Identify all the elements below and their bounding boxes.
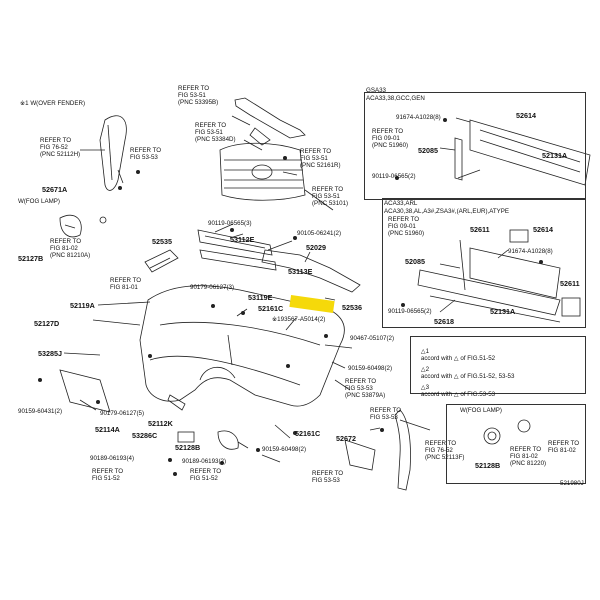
part-52131a[interactable]: 52131A bbox=[542, 151, 568, 160]
ref-fig5353-b: REFER TO FIG 53-53 bbox=[370, 407, 402, 421]
part-53286c[interactable]: 53286C bbox=[132, 431, 158, 440]
ref-fig8102-b: REFER TO FIG 81-02 bbox=[548, 440, 580, 454]
part-52611[interactable]: 52611 bbox=[470, 225, 490, 234]
part-90159-60498-a[interactable]: 90159-60498(2) bbox=[348, 365, 393, 372]
part-90119-06565-2-a[interactable]: 90119-06565(2) bbox=[372, 173, 416, 180]
ref-53101: REFER TO FIG 53-51 (PNC 53101) bbox=[312, 186, 349, 207]
ref-52113f: REFER TO FIG 76-52 (PNC 52113F) bbox=[425, 440, 465, 461]
part-53113e[interactable]: 53113E bbox=[288, 267, 313, 276]
ref-53879a: REFER TO FIG 53-53 (PNC 53879A) bbox=[345, 378, 386, 399]
note-row-3: △3 accord with △ of FIG.53-53 bbox=[420, 384, 496, 398]
panel-fog-lamp-right bbox=[446, 404, 586, 484]
ref-52161r: REFER TO FIG 53-51 (PNC 52161R) bbox=[300, 148, 341, 169]
label-fog-lamp-left: W(FOG LAMP) bbox=[18, 198, 60, 205]
ref-fig5152-a: REFER TO FIG 51-52 bbox=[92, 468, 124, 482]
part-52119a[interactable]: 52119A bbox=[70, 301, 95, 310]
part-52131a-2[interactable]: 52131A bbox=[490, 307, 516, 316]
part-52671a[interactable]: 52671A bbox=[42, 185, 68, 194]
part-52112k[interactable]: 52112K bbox=[148, 419, 173, 428]
label-aca33-arl: ACA33,ARL bbox=[384, 200, 418, 207]
part-52127d[interactable]: 52127D bbox=[34, 319, 60, 328]
label-over-fender: ※1 W(OVER FENDER) bbox=[20, 100, 85, 107]
part-52614-2[interactable]: 52614 bbox=[533, 225, 553, 234]
part-52128b[interactable]: 52128B bbox=[175, 443, 201, 452]
ref-51960-a: REFER TO FIG 09-01 (PNC 51960) bbox=[372, 128, 409, 149]
ref-81210a: REFER TO FIG 81-02 (PNC 81210A) bbox=[50, 238, 91, 259]
part-52535[interactable]: 52535 bbox=[152, 237, 172, 246]
panel-aca33-arl bbox=[382, 198, 586, 328]
part-90179-06127-5[interactable]: 90179-06127(5) bbox=[100, 410, 145, 417]
part-90189-06193-2[interactable]: 90189-06193(2) bbox=[182, 458, 227, 465]
part-52672[interactable]: 52672 bbox=[336, 434, 356, 443]
label-gsa33: GSA33 bbox=[366, 87, 386, 94]
ref-53395b: REFER TO FIG 53-51 (PNC 53395B) bbox=[178, 85, 219, 106]
ref-81220: REFER TO FIG 81-02 (PNC 81220) bbox=[510, 446, 547, 467]
part-91674-a1028-b[interactable]: 91674-A1028(8) bbox=[508, 248, 553, 255]
ref-52112h: REFER TO FIG 76-52 (PNC 52112H) bbox=[40, 137, 81, 158]
part-52085-2[interactable]: 52085 bbox=[405, 257, 425, 266]
part-90105-06241[interactable]: 90105-06241(2) bbox=[297, 230, 342, 237]
note-triangle-icon: △ bbox=[420, 366, 426, 373]
part-90179-06127-3[interactable]: 90179-06127(3) bbox=[190, 284, 235, 291]
note-row-1: △1 accord with △ of FIG.51-52 bbox=[420, 348, 496, 362]
part-52114a[interactable]: 52114A bbox=[95, 425, 120, 434]
part-193567-a5014[interactable]: ※193567-A5014(2) bbox=[272, 316, 326, 323]
grille bbox=[219, 142, 306, 201]
ref-fig5353-c: REFER TO FIG 53-53 bbox=[312, 470, 344, 484]
ref-fig5152-b: REFER TO FIG 51-52 bbox=[190, 468, 222, 482]
ref-53384d: REFER TO FIG 53-51 (PNC 53384D) bbox=[195, 122, 236, 143]
bumper-cover bbox=[139, 285, 345, 407]
part-52029[interactable]: 52029 bbox=[306, 243, 326, 252]
note-triangle-icon: △ bbox=[420, 384, 426, 391]
panel-notes bbox=[410, 336, 586, 394]
part-90467-05107[interactable]: 90467-05107(2) bbox=[350, 335, 395, 342]
part-53119e[interactable]: 53119E bbox=[248, 293, 273, 302]
label-fog-lamp-right: W(FOG LAMP) bbox=[460, 407, 502, 414]
panel-gsa33 bbox=[364, 92, 586, 200]
part-91674-a1028-a[interactable]: 91674-A1028(8) bbox=[396, 114, 441, 121]
part-52536[interactable]: 52536 bbox=[342, 303, 362, 312]
note-triangle-icon: △ bbox=[420, 348, 426, 355]
note-row-2: △2 accord with △ of FIG.51-52, 53-53 bbox=[420, 366, 515, 380]
part-52127b[interactable]: 52127B bbox=[18, 254, 44, 263]
label-aca30-atype: ACA30,38,AL,A3#,ZSA3#,(ARL,EUR),ATYPE bbox=[384, 208, 510, 215]
part-52161c[interactable]: 52161C bbox=[258, 304, 284, 313]
part-53112e[interactable]: 53112E bbox=[230, 235, 255, 244]
ref-fig8101: REFER TO FIG 81-01 bbox=[110, 277, 142, 291]
part-90119-06565-2-b[interactable]: 90119-06565(2) bbox=[388, 308, 432, 315]
part-52614[interactable]: 52614 bbox=[516, 111, 536, 120]
part-52085[interactable]: 52085 bbox=[418, 146, 438, 155]
part-90159-60431[interactable]: 90159-60431(2) bbox=[18, 408, 63, 415]
label-aca33-38: ACA33,38,GCC,GEN bbox=[366, 95, 425, 102]
ref-fig5353-a: REFER TO FIG 53-53 bbox=[130, 147, 162, 161]
part-52128b-2[interactable]: 52128B bbox=[475, 461, 501, 470]
part-52618[interactable]: 52618 bbox=[434, 317, 454, 326]
ref-51960-b: REFER TO FIG 09-01 (PNC 51960) bbox=[388, 216, 425, 237]
part-90159-60498-b[interactable]: 90159-60498(2) bbox=[262, 446, 307, 453]
part-52611-2[interactable]: 52611 bbox=[560, 279, 580, 288]
diagram-id: 521980J bbox=[560, 480, 584, 487]
part-52161c-2[interactable]: 52161C bbox=[295, 429, 321, 438]
part-90189-06193-4[interactable]: 90189-06193(4) bbox=[90, 455, 135, 462]
part-53285j[interactable]: 53285J bbox=[38, 349, 62, 358]
part-90119-06565-3[interactable]: 90119-06565(3) bbox=[208, 220, 252, 227]
